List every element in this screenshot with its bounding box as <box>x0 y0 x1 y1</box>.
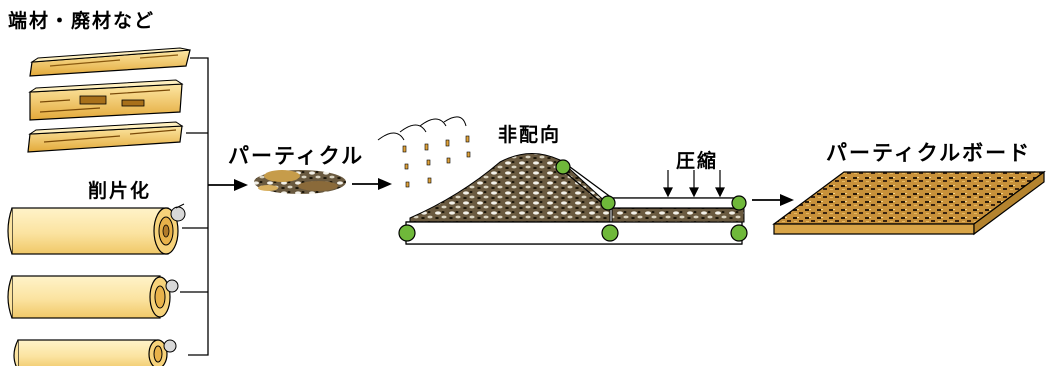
particleboard-label: パーティクルボード <box>826 141 1032 165</box>
particleboard <box>772 170 1046 236</box>
collection-bracket <box>180 57 209 356</box>
right-arrow-icon <box>352 178 392 190</box>
log-3 <box>13 339 177 366</box>
chipper-blade-icon <box>170 203 186 222</box>
pressure-arrows <box>663 170 725 198</box>
compression-label: 圧縮 <box>676 150 719 172</box>
particle-mat <box>409 152 611 227</box>
particles-label: パーティクル <box>228 144 365 168</box>
particle-pile <box>254 170 346 194</box>
log-1 <box>7 207 179 255</box>
log-2 <box>7 275 179 319</box>
particle-drops <box>402 135 471 188</box>
scrap-plank-1 <box>29 47 191 77</box>
roller-icon <box>398 159 748 242</box>
right-arrow-icon <box>752 194 794 206</box>
falling-particles <box>377 116 467 141</box>
random-orientation-label: 非配向 <box>498 124 562 146</box>
pressed-mat <box>611 207 745 223</box>
chipping-label: 削片化 <box>88 180 152 202</box>
scrap-plank-3 <box>27 121 184 153</box>
source-material-label: 端材・廃材など <box>8 10 156 32</box>
right-arrow-icon <box>208 179 248 191</box>
scrap-plank-2 <box>28 79 184 121</box>
lower-conveyor <box>405 221 743 245</box>
